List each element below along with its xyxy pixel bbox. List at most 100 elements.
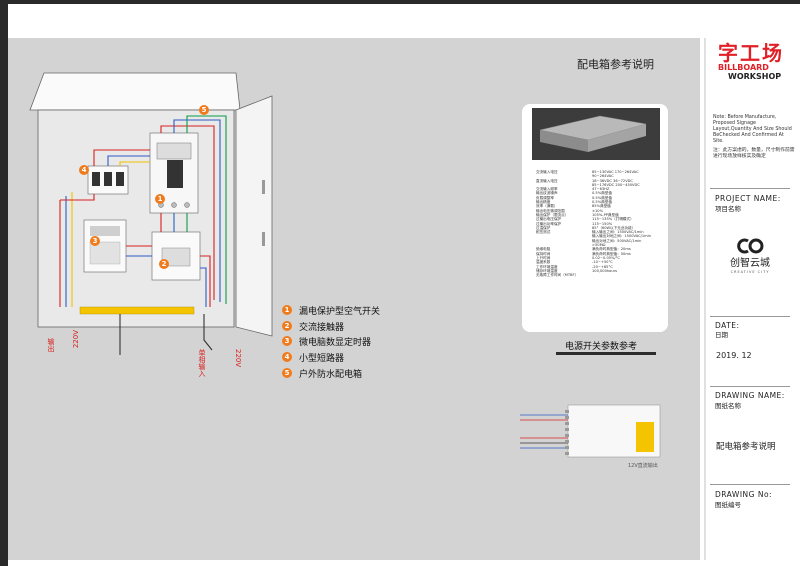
spec-key: 保持时间 [536, 251, 551, 256]
client-logo: 创智云城 CREATIVE CITY [722, 238, 778, 274]
project-sub: 项目名称 [715, 205, 741, 213]
spec-value: 满负荷时典型值：20ms [592, 247, 631, 252]
spec-value: 0.5%典型值 [592, 200, 612, 205]
spec-value: 85%典型值 [592, 204, 611, 209]
spec-row: 绝缘电阻 满负荷时典型值：20ms [536, 247, 662, 251]
client-logo-en: CREATIVE CITY [730, 270, 770, 274]
spec-value: ±10% [592, 208, 603, 213]
spec-key: 上升时间 [536, 255, 551, 260]
client-logo-cn: 创智云城 [730, 258, 770, 269]
spec-value: 115~135%（打嗝模式） [592, 217, 634, 222]
spec-value: 0.5%典型值 [592, 191, 612, 196]
brand-logo-line2: WORKSHOP [728, 72, 782, 81]
spec-value: 输入输出对地之间：1500VAC/1min [592, 234, 651, 239]
callout-5: 5 [199, 97, 216, 116]
label-single-phase-input: 单相输入 [198, 349, 206, 377]
spec-key: 无故障工作时间（MTBF） [536, 273, 579, 278]
cabinet-door [235, 95, 273, 337]
client-logo-mark [737, 238, 764, 254]
spec-row: 输出精度 0.5%典型值 [536, 200, 662, 204]
spec-row: 温度系数 -10~+50°C [536, 260, 662, 264]
spec-row: 输出电压微调范围 ±10% [536, 209, 662, 213]
spec-row: 过输出功率保护 115~150% [536, 222, 662, 226]
callout-3: 3 [90, 228, 107, 247]
label-output: 输出 [47, 338, 55, 352]
spec-row: 过输出电压保护 115~135%（打嗝模式） [536, 217, 662, 221]
spec-value: 85°（60W以下无此功能） [592, 225, 636, 230]
spec-key: 温度系数 [536, 260, 551, 265]
spec-key: 输出电压微调范围 [536, 208, 565, 213]
spec-row: 输出纹波噪声 0.5%典型值 [536, 191, 662, 195]
spec-row: 工作环境温度-20~+85°C [536, 265, 662, 269]
callout-4: 4 [79, 157, 96, 176]
spec-key: 输出保护（限流点） [536, 212, 569, 217]
spec-key: 过输出电压保护 [536, 217, 562, 222]
spec-key: 输出精度 [536, 200, 551, 205]
callout-2: 2 [159, 251, 176, 270]
label-220v-right: 220V [234, 349, 242, 368]
spec-row: 过温保护 85°（60W以下无此功能） [536, 226, 662, 230]
spec-key: 负载调整率 [536, 195, 554, 200]
spec-row: 直流输入电压 18~36VDC 36~72VDC [536, 179, 662, 183]
spec-row: 输出对地之间：500VAC/1min [536, 239, 662, 243]
date-label: DATE: [715, 321, 740, 330]
spec-key: 储存环境温度 [536, 268, 558, 273]
spec-value: 0.5%典型值 [592, 195, 612, 200]
spec-value: 105%-PP典型值 [592, 212, 619, 217]
brand-logo-cn: 字工场 [718, 41, 784, 65]
spec-key: 直流输入电压 [536, 178, 558, 183]
left-dark-bar [0, 0, 8, 566]
spec-value: 输入输出之间：1500VAC/1min [592, 230, 644, 235]
spec-title: 电源开关参数参考 [565, 342, 638, 352]
drawing-name-sub: 图纸名称 [715, 402, 741, 410]
spec-value: 满负荷时典型值：50ms [592, 251, 631, 256]
spec-key: 耐压测试 [536, 230, 551, 235]
date-sub: 日期 [715, 331, 728, 339]
spec-row: 效率（满载）85%典型值 [536, 204, 662, 208]
spec-value: >50MΩ [592, 243, 606, 248]
label-220v-left: 220V [72, 330, 80, 349]
spec-row: 无故障工作时间（MTBF） [536, 273, 662, 277]
contactor [151, 231, 201, 281]
spec-row: 负载调整率 0.5%典型值 [536, 196, 662, 200]
spec-row: >50MΩ [536, 243, 662, 247]
spec-value: 85~176VDC 200~450VDC [592, 182, 640, 187]
drawing-no-label: DRAWING No: [715, 490, 773, 499]
spec-key: 过温保护 [536, 225, 551, 230]
spec-key: 交流输入电压 [536, 170, 558, 174]
spec-key: 工作环境温度 [536, 264, 558, 269]
spec-row: 85~176VDC 200~450VDC [536, 183, 662, 187]
spec-value: 90~264VAC [592, 174, 614, 179]
spec-row: 交流输入频率 47~63HZ [536, 187, 662, 191]
spec-key: 输出纹波噪声 [536, 191, 558, 196]
brand-logo-line1: BILLBOARD [718, 63, 769, 72]
spec-key: 绝缘电阻 [536, 247, 551, 252]
top-dark-bar [0, 0, 800, 4]
spec-value: 0.02~0.05%/°C [592, 255, 620, 260]
spec-key: 交流输入频率 [536, 187, 558, 192]
spec-card [522, 104, 668, 332]
spec-row: 上升时间 0.02~0.05%/°C [536, 256, 662, 260]
brand-logo: 字工场 BILLBOARD WORKSHOP [718, 42, 796, 81]
spec-value: 47~63HZ [592, 187, 610, 192]
terminal-strip [79, 306, 195, 315]
note-en: Note: Before Manufacture, Proposed Signa… [713, 115, 792, 144]
spec-row: 耐压测试 输入输出之间：1500VAC/1min [536, 230, 662, 234]
spec-row: 90~264VAC [536, 174, 662, 178]
spec-value: 18~36VDC 36~72VDC [592, 178, 633, 183]
project-label: PROJECT NAME: [715, 194, 781, 203]
drawing-name-value: 配电箱参考说明 [716, 442, 776, 452]
spec-value: 115~150% [592, 221, 613, 226]
spec-value: -10~+50°C [592, 260, 613, 265]
spec-row: 输入输出对地之间：1500VAC/1min [536, 234, 662, 238]
spec-key: 过输出功率保护 [536, 221, 562, 226]
